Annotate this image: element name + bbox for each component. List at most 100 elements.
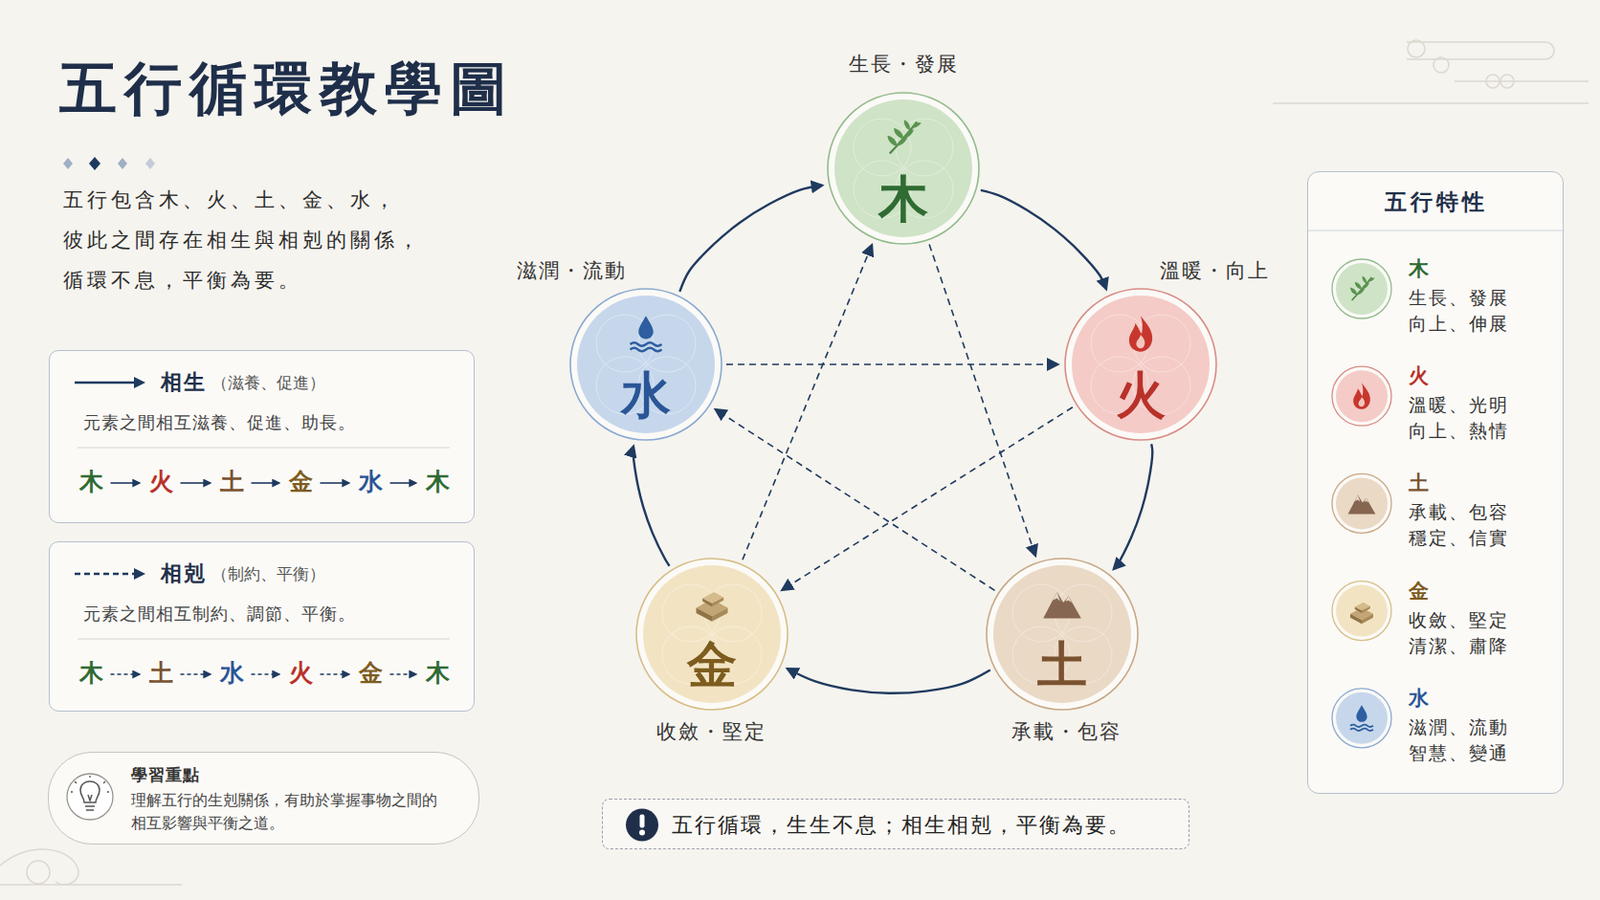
connector [929, 244, 1036, 556]
sequence-arrow [180, 673, 211, 676]
panel-element-traits: 收斂、堅定 清潔、肅降 [1408, 607, 1524, 660]
legend-note: （制約、平衡） [211, 562, 326, 586]
element-property: 收斂・堅定 [656, 719, 767, 745]
panel-icon-fill [1335, 263, 1388, 315]
sequence-element: 土 [149, 659, 174, 689]
circle-fill [643, 565, 781, 704]
legend-line-sample [72, 373, 148, 393]
intro-text: 五行包含木、火、土、金、水， 彼此之間存在相生與相剋的關係， 循環不息，平衡為要… [63, 179, 439, 301]
panel-heading: 五行特性 [1384, 187, 1489, 217]
element-circle: 金收斂・堅定 [635, 557, 789, 712]
panel-icon-ring [1332, 259, 1392, 319]
legend-item: 相剋 [72, 559, 207, 589]
panel-icon-ring [1332, 366, 1392, 426]
connector [633, 446, 670, 567]
sequence-element: 火 [288, 659, 313, 689]
divider-line [77, 446, 450, 448]
bulb-icon [66, 774, 113, 821]
element-icon [1129, 315, 1153, 352]
summary-note: 五行循環，生生不息；相生相剋，平衡為要。 [601, 799, 1190, 850]
legend-arrowhead [133, 568, 146, 580]
circle-ring [986, 558, 1138, 711]
element-circle: 水滋潤・流動 [569, 288, 723, 442]
legend-arrowhead [133, 377, 146, 389]
panel-element-traits: 溫暖、光明 向上、熱情 [1408, 392, 1524, 445]
element-property: 滋潤・流動 [516, 258, 627, 284]
circle-fill [577, 295, 715, 434]
panel-icon-ring [1332, 688, 1392, 749]
legend-text: 相生 [160, 368, 207, 398]
panel-element-name: 金 [1408, 578, 1429, 604]
circle-ring [636, 558, 788, 711]
element-circle: 火溫暖・向上 [1064, 288, 1218, 442]
diagram-title: 五行循環教學圖 [59, 53, 515, 123]
sequence-element: 木 [79, 467, 104, 497]
legend-description: 元素之間相互制約、調節、平衡。 [83, 602, 356, 626]
legend-line [74, 381, 136, 384]
panel-icon [1350, 705, 1374, 732]
circle-ring [827, 92, 979, 245]
element-name: 金 [687, 636, 737, 694]
circle-ring [1065, 288, 1217, 441]
sequence-element: 土 [220, 467, 245, 497]
panel-icon [1348, 495, 1377, 515]
legend-line-sample [72, 564, 148, 584]
panel-icon [1350, 602, 1374, 624]
panel-element-name: 火 [1408, 363, 1429, 389]
circle-fill [1071, 295, 1210, 434]
element-property: 承載・包容 [1011, 719, 1122, 745]
sequence-element: 火 [149, 467, 174, 497]
connector [742, 244, 872, 560]
sequence-arrow [390, 673, 417, 676]
connector [679, 185, 823, 292]
element-icon [888, 119, 922, 154]
connector [782, 407, 1073, 591]
legend-box: （滋養、促進）元素之間相互滋養、促進、助長。木火土金水木相生 [48, 350, 475, 524]
sequence-arrow [390, 482, 417, 485]
divider-line [77, 638, 450, 640]
panel-icon [1353, 383, 1371, 410]
learning-point-box: 學習重點理解五行的生剋關係，有助於掌握事物之間的 相互影響與平衡之道。 [47, 752, 480, 845]
panel-icon-fill [1335, 585, 1388, 638]
circle-pattern [853, 118, 912, 177]
panel-icon-ring [1332, 473, 1392, 534]
element-property: 溫暖・向上 [1159, 258, 1270, 284]
circle-fill [993, 565, 1132, 704]
connector [726, 363, 1058, 366]
sequence-arrow [111, 673, 140, 676]
sequence-element: 木 [79, 659, 104, 689]
element-name: 水 [621, 366, 671, 424]
exclamation-icon [625, 809, 659, 843]
element-name: 木 [878, 170, 929, 228]
legend-box: （制約、平衡）元素之間相互制約、調節、平衡。木土水火金木相剋 [48, 541, 475, 712]
sequence-element: 水 [220, 659, 245, 689]
panel-icon [1350, 275, 1376, 301]
sequence-arrow [320, 673, 350, 676]
sequence-element: 金 [358, 659, 383, 689]
cloud-ornament [0, 40, 1589, 886]
circle-pattern [895, 118, 954, 177]
sequence-arrow [251, 482, 280, 485]
panel-icon-ring [1332, 581, 1392, 642]
element-icon [630, 315, 663, 352]
element-circle: 木生長・發展 [826, 91, 980, 245]
panel-element-traits: 滋潤、流動 智慧、變通 [1408, 714, 1524, 767]
legend-line [74, 573, 136, 576]
sequence-element: 木 [425, 467, 450, 497]
panel-element-traits: 承載、包容 穩定、信實 [1408, 499, 1524, 552]
legend-item: 相生 [72, 368, 207, 398]
property-panel: 五行特性木生長、發展 向上、伸展火溫暖、光明 向上、熱情土承載、包容 穩定、信實… [1307, 171, 1564, 795]
summary-text: 五行循環，生生不息；相生相剋，平衡為要。 [671, 812, 1132, 840]
element-icon [1043, 592, 1082, 620]
element-property: 生長・發展 [848, 51, 959, 77]
connector [715, 409, 996, 591]
legend-description: 元素之間相互滋養、促進、助長。 [83, 411, 356, 435]
circle-ring [570, 288, 722, 441]
sequence-element: 金 [288, 467, 313, 497]
element-name: 火 [1115, 366, 1166, 424]
element-circle: 土承載・包容 [985, 557, 1139, 712]
sequence-arrow [251, 673, 280, 676]
legend-note: （滋養、促進） [211, 371, 326, 395]
